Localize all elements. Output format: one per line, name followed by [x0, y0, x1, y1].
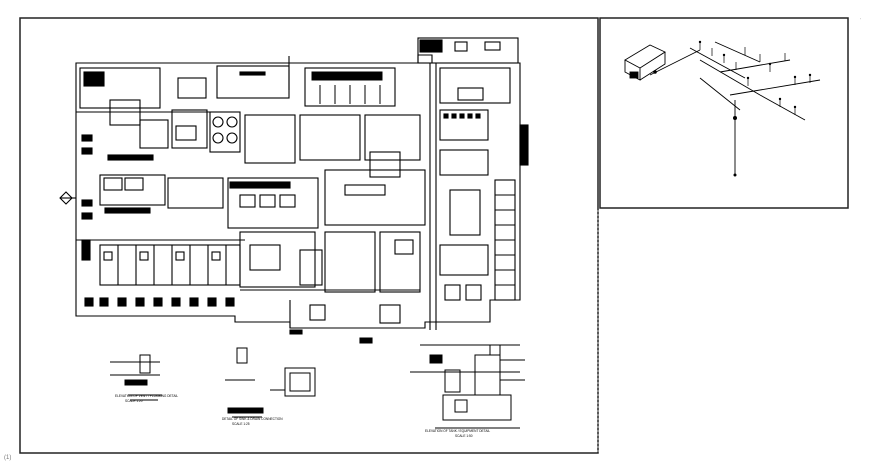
detail-scale-3: SCALE 1:50 [455, 434, 473, 438]
corner-mark: (1) [4, 455, 12, 461]
svg-text:ʼ: ʼ [860, 18, 861, 24]
isometric-piping [624, 40, 821, 177]
detail-scale-2: SCALE 1:25 [232, 422, 250, 426]
detail-left [110, 354, 162, 401]
detail-title-2: DETAIL OF SINK & DRAIN CONNECTION [222, 417, 283, 421]
main-sheet-frame [19, 17, 599, 454]
iso-sheet-frame [599, 17, 849, 209]
detail-middle [225, 347, 316, 418]
detail-scale-1: SCALE 1:20 [125, 399, 143, 403]
floor-plan [59, 37, 529, 344]
detail-title-3: ELEVATION OF TANK / EQUIPMENT DETAIL [425, 429, 490, 433]
detail-right [410, 344, 525, 429]
detail-title-1: ELEVATION OF VENT / PLUMBING DETAIL [115, 394, 178, 398]
